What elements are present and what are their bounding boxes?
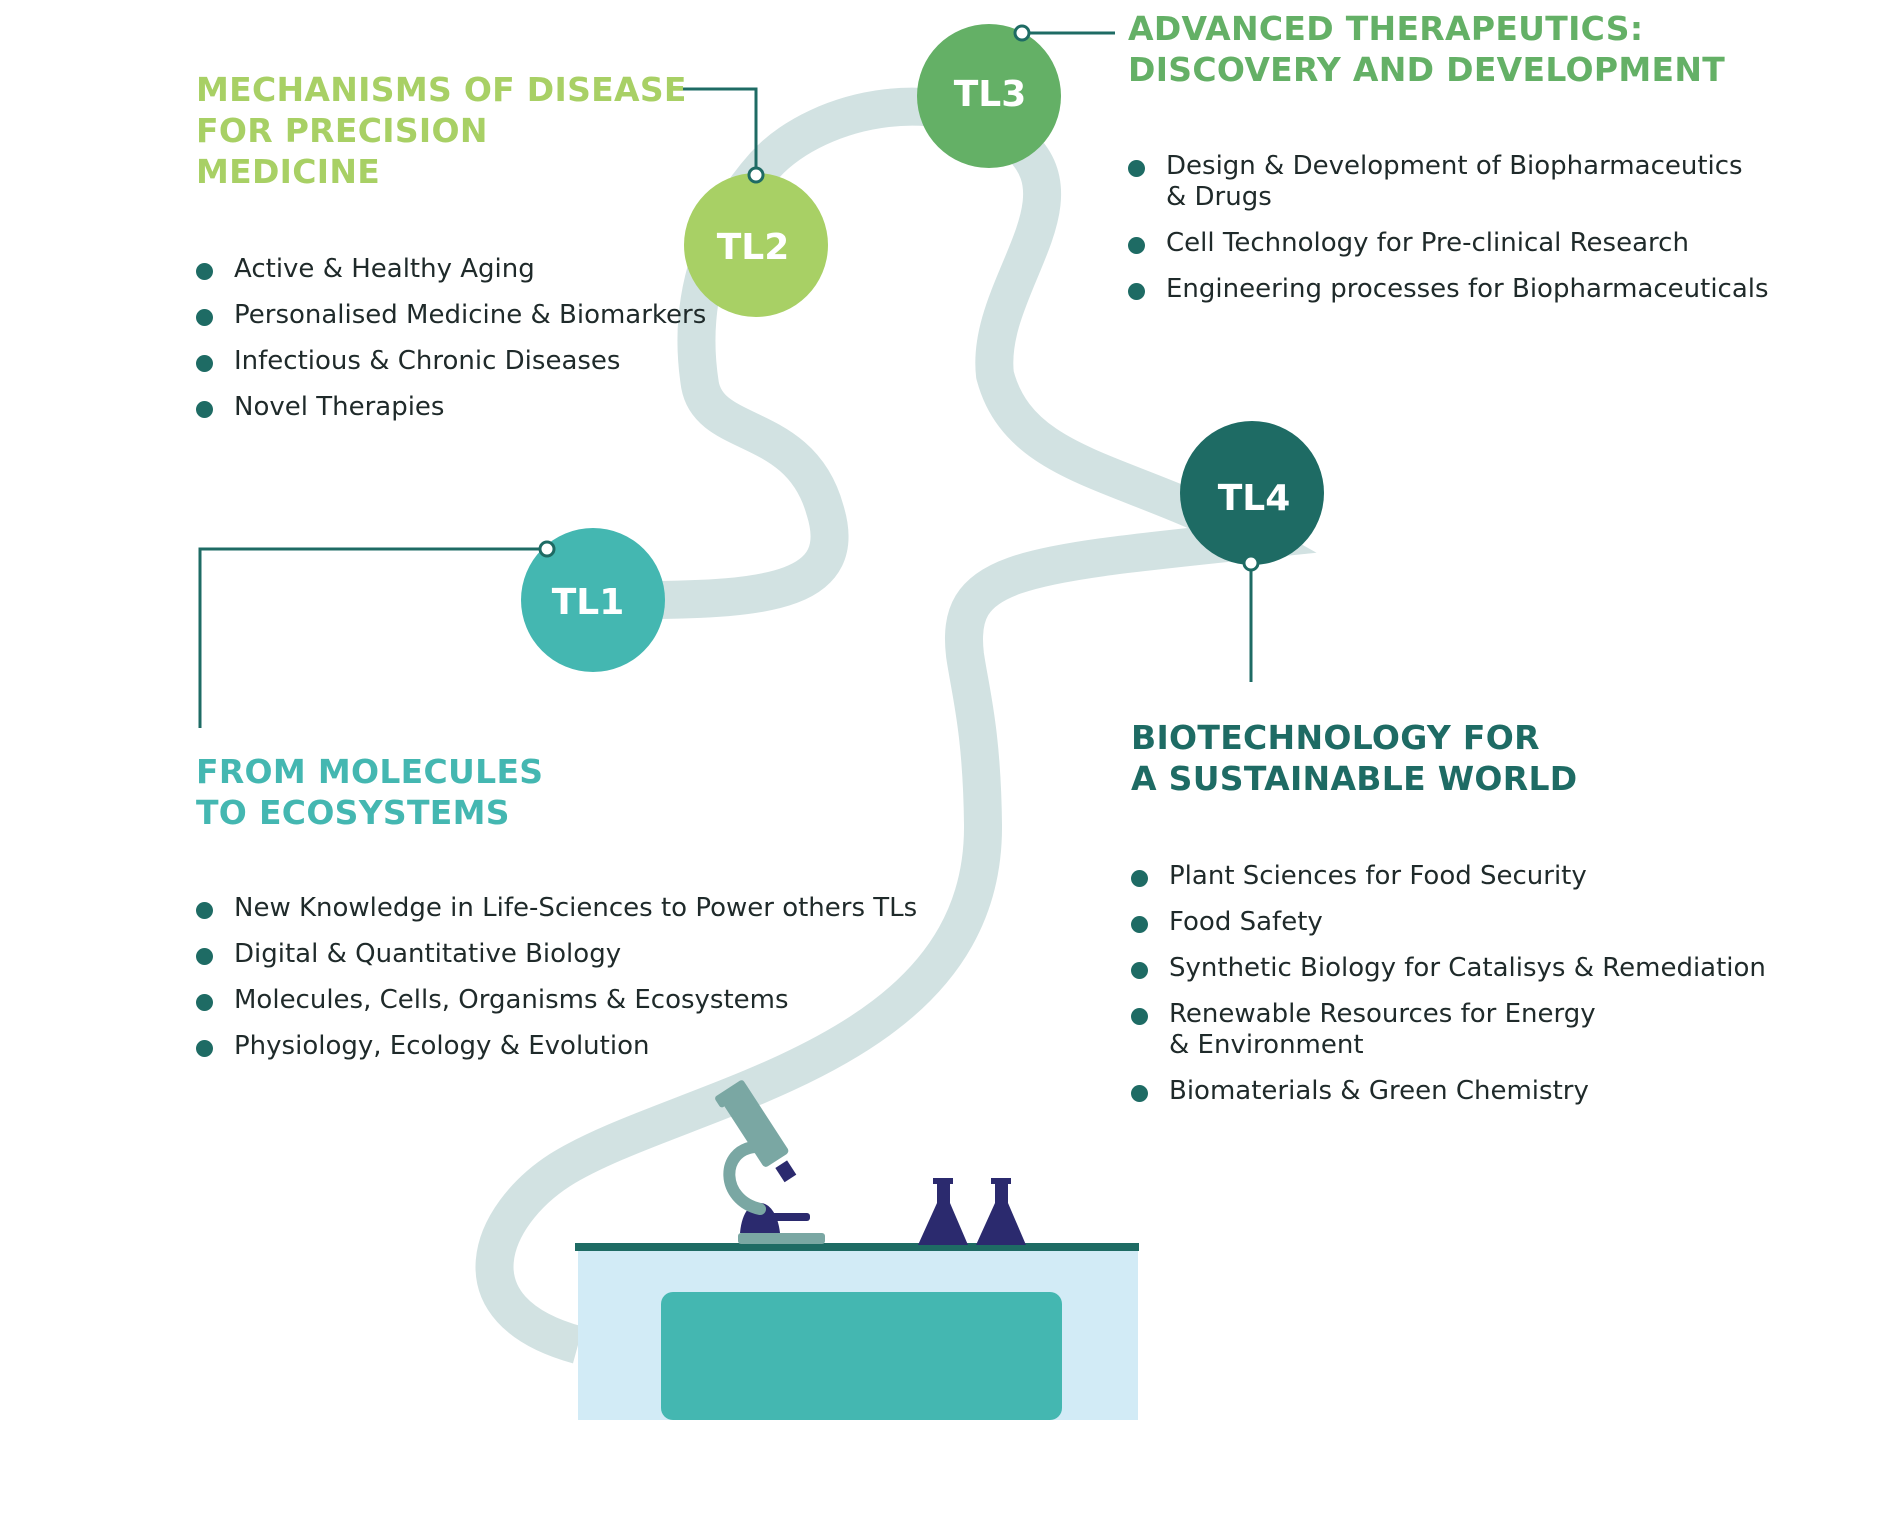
tl3-item-list: Design & Development of Biopharmaceutics… xyxy=(1128,151,1769,305)
winding-path xyxy=(475,87,1317,1364)
list-item-text: Synthetic Biology for Catalisys & Remedi… xyxy=(1169,953,1766,983)
tl2-heading-line: MEDICINE xyxy=(196,152,381,191)
lab-bench xyxy=(575,1243,1139,1420)
list-item: New Knowledge in Life-Sciences to Power … xyxy=(196,893,917,924)
list-item-text: Biomaterials & Green Chemistry xyxy=(1169,1076,1589,1106)
tl2-theme: MECHANISMS OF DISEASE FOR PRECISION MEDI… xyxy=(196,69,706,438)
list-item: Active & Healthy Aging xyxy=(196,254,706,285)
tl3-dot xyxy=(1013,24,1031,42)
list-item-text: & Drugs xyxy=(1166,182,1272,212)
list-item-text: Personalised Medicine & Biomarkers xyxy=(234,300,707,330)
list-item-text: Infectious & Chronic Diseases xyxy=(234,346,621,376)
list-item-text: Engineering processes for Biopharmaceuti… xyxy=(1166,274,1769,304)
list-item: Renewable Resources for Energy & Environ… xyxy=(1131,999,1766,1061)
list-item: Food Safety xyxy=(1131,907,1766,938)
tl1-dot xyxy=(538,540,556,558)
list-item-text: Active & Healthy Aging xyxy=(234,254,535,284)
list-item-text: New Knowledge in Life-Sciences to Power … xyxy=(234,893,918,923)
tl1-theme: FROM MOLECULES TO ECOSYSTEMS New Knowled… xyxy=(196,751,917,1077)
list-item: Plant Sciences for Food Security xyxy=(1131,861,1766,892)
node-tl2[interactable]: TL2 xyxy=(684,173,828,317)
connectors xyxy=(198,31,1253,728)
node-tl3-label: TL3 xyxy=(954,74,1027,115)
tl4-dot xyxy=(1242,554,1260,572)
list-item: Molecules, Cells, Organisms & Ecosystems xyxy=(196,985,917,1016)
tl4-heading-line: BIOTECHNOLOGY FOR xyxy=(1131,718,1540,757)
tl3-heading-line: ADVANCED THERAPEUTICS: xyxy=(1128,9,1644,48)
list-item-text: Novel Therapies xyxy=(234,392,445,422)
list-item: Digital & Quantitative Biology xyxy=(196,939,917,970)
tl3-theme: ADVANCED THERAPEUTICS: DISCOVERY AND DEV… xyxy=(1128,8,1769,320)
connector-dots xyxy=(538,24,1260,572)
tl3-heading-line: DISCOVERY AND DEVELOPMENT xyxy=(1128,50,1726,89)
list-item: Infectious & Chronic Diseases xyxy=(196,346,706,377)
tl3-heading: ADVANCED THERAPEUTICS: DISCOVERY AND DEV… xyxy=(1128,8,1769,90)
tl2-connector xyxy=(672,87,758,175)
tl2-heading: MECHANISMS OF DISEASE FOR PRECISION MEDI… xyxy=(196,69,706,192)
tl4-item-list: Plant Sciences for Food Security Food Sa… xyxy=(1131,861,1766,1107)
list-item: Personalised Medicine & Biomarkers xyxy=(196,300,706,331)
tl4-theme: BIOTECHNOLOGY FOR A SUSTAINABLE WORLD Pl… xyxy=(1131,717,1766,1122)
tl4-heading: BIOTECHNOLOGY FOR A SUSTAINABLE WORLD xyxy=(1131,717,1766,799)
tl1-item-list: New Knowledge in Life-Sciences to Power … xyxy=(196,893,917,1062)
node-tl1-label: TL1 xyxy=(552,582,625,623)
list-item: Physiology, Ecology & Evolution xyxy=(196,1031,917,1062)
tl1-connector xyxy=(198,547,547,728)
list-item-text: Design & Development of Biopharmaceutics xyxy=(1166,151,1743,181)
node-tl1[interactable]: TL1 xyxy=(521,528,665,672)
bench-panel xyxy=(661,1292,1062,1420)
list-item: Synthetic Biology for Catalisys & Remedi… xyxy=(1131,953,1766,984)
list-item: Biomaterials & Green Chemistry xyxy=(1131,1076,1766,1107)
list-item-text: Plant Sciences for Food Security xyxy=(1169,861,1587,891)
tl2-heading-line: FOR PRECISION xyxy=(196,111,488,150)
node-tl4[interactable]: TL4 xyxy=(1180,421,1324,565)
list-item-text: Food Safety xyxy=(1169,907,1323,937)
list-item-text: & Environment xyxy=(1169,1030,1364,1060)
tl2-dot xyxy=(747,166,765,184)
flask-icon-2 xyxy=(976,1178,1026,1245)
tl2-heading-line: MECHANISMS OF DISEASE xyxy=(196,70,687,109)
node-tl2-label: TL2 xyxy=(717,227,790,268)
node-tl3[interactable]: TL3 xyxy=(917,24,1061,168)
list-item-text: Molecules, Cells, Organisms & Ecosystems xyxy=(234,985,789,1015)
list-item: Engineering processes for Biopharmaceuti… xyxy=(1128,274,1769,305)
list-item-text: Renewable Resources for Energy xyxy=(1169,999,1596,1029)
list-item-text: Digital & Quantitative Biology xyxy=(234,939,622,969)
tl1-heading-line: TO ECOSYSTEMS xyxy=(196,793,510,832)
list-item: Design & Development of Biopharmaceutics… xyxy=(1128,151,1769,213)
tl1-heading: FROM MOLECULES TO ECOSYSTEMS xyxy=(196,751,917,833)
list-item-text: Physiology, Ecology & Evolution xyxy=(234,1031,650,1061)
flask-icon xyxy=(918,1178,968,1245)
bench-top xyxy=(575,1243,1139,1251)
list-item: Novel Therapies xyxy=(196,392,706,423)
list-item: Cell Technology for Pre-clinical Researc… xyxy=(1128,228,1769,259)
tl2-item-list: Active & Healthy Aging Personalised Medi… xyxy=(196,254,706,423)
node-tl4-label: TL4 xyxy=(1218,478,1291,519)
tl4-heading-line: A SUSTAINABLE WORLD xyxy=(1131,759,1578,798)
microscope-icon xyxy=(715,1080,825,1244)
tl1-heading-line: FROM MOLECULES xyxy=(196,752,544,791)
list-item-text: Cell Technology for Pre-clinical Researc… xyxy=(1166,228,1689,258)
